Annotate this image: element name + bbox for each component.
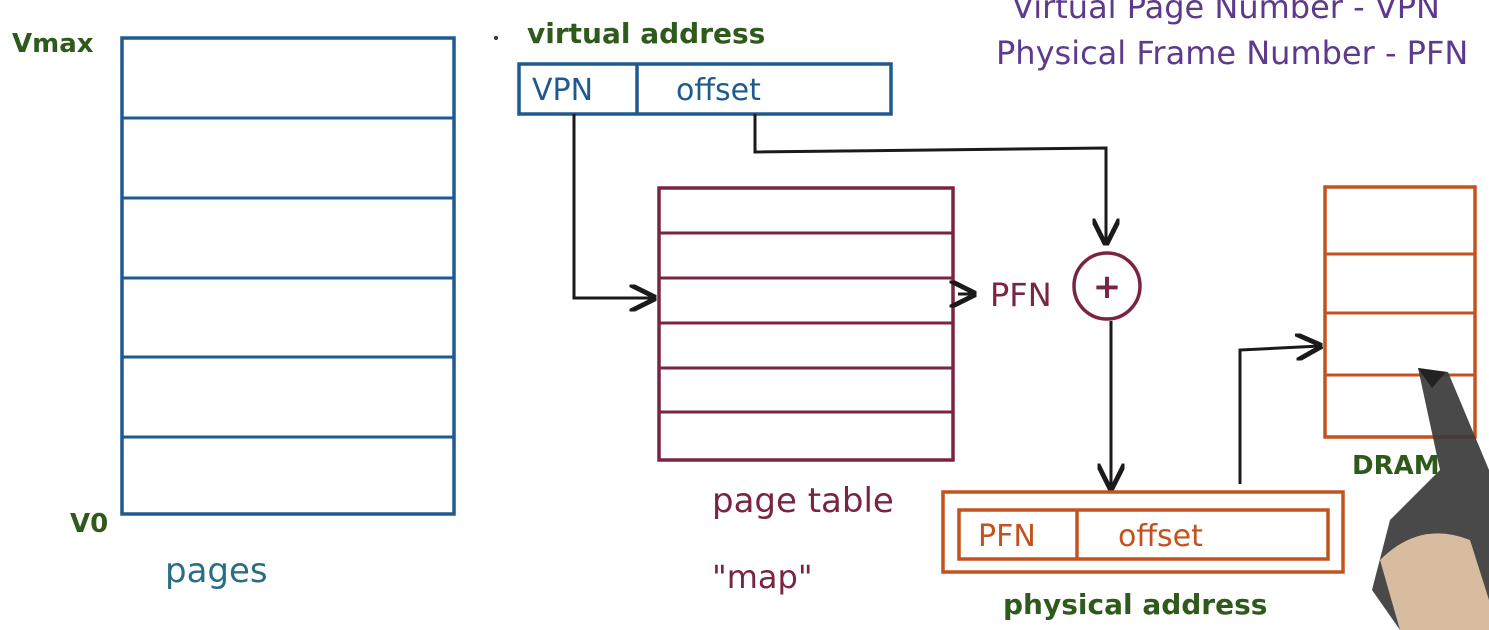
note-pfn-definition: Physical Frame Number - PFN [996,34,1468,72]
pages-outline [120,36,456,516]
physical-address-box: PFN offset [941,490,1345,574]
physical-to-dram-arrow [1238,346,1320,484]
adder-circle [1072,251,1142,321]
virtual-address-label: virtual address [527,17,765,50]
page-table [657,186,955,462]
virtual-address-outline [517,62,893,116]
dram-stack [1323,185,1477,439]
map-label: "map" [712,558,813,596]
offset-virtual-field: offset [676,73,761,108]
note-vpn-definition: Virtual Page Number - VPN [1012,0,1440,26]
stray-dot [494,36,498,40]
pages-stack [120,36,456,516]
offset-physical-field: offset [1118,519,1203,554]
dram-label: DRAM [1352,451,1440,481]
virtual-address-box: VPN offset [517,62,893,116]
plus-icon: + [1093,267,1122,307]
physical-address-inner [957,508,1330,561]
offset-to-adder-arrow [753,114,1106,243]
pen-icon [1372,368,1489,630]
physical-address-outer [941,490,1345,574]
pages-label: pages [165,551,268,591]
v0-label: V0 [70,509,108,539]
pfn-physical-field: PFN [978,519,1036,554]
vmax-label: Vmax [12,29,94,59]
vpn-to-table-arrow [572,114,654,298]
physical-address-label: physical address [1003,588,1267,621]
vpn-field: VPN [532,73,593,108]
page-table-label: page table [712,481,894,521]
pfn-output-label: PFN [990,276,1052,314]
